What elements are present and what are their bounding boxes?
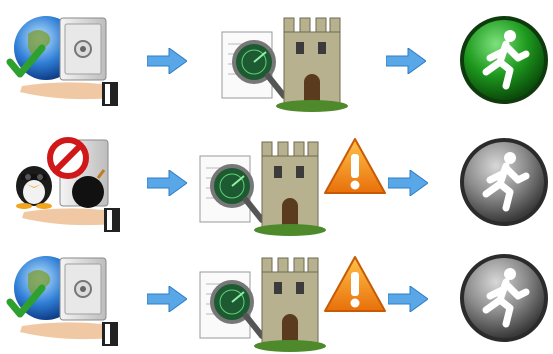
- safe-globe-check-icon: [2, 4, 120, 116]
- runner-icon: [458, 136, 550, 228]
- flow-arrow-icon: [147, 48, 187, 74]
- flow-arrow-icon: [147, 286, 187, 312]
- runner-icon: [458, 252, 550, 344]
- safe-globe-check-icon: [2, 246, 120, 354]
- flow-arrow-icon: [388, 286, 428, 312]
- warning-icon: [322, 254, 388, 316]
- flow-arrow-icon: [147, 170, 187, 196]
- malware-blocked-icon: [4, 128, 122, 240]
- scan-castle-icon: [196, 250, 336, 354]
- scan-castle-icon: [218, 10, 358, 114]
- flow-arrow-icon: [386, 48, 426, 74]
- flow-arrow-icon: [388, 170, 428, 196]
- runner-icon: [458, 14, 550, 106]
- scan-castle-icon: [196, 134, 336, 238]
- warning-icon: [322, 136, 388, 198]
